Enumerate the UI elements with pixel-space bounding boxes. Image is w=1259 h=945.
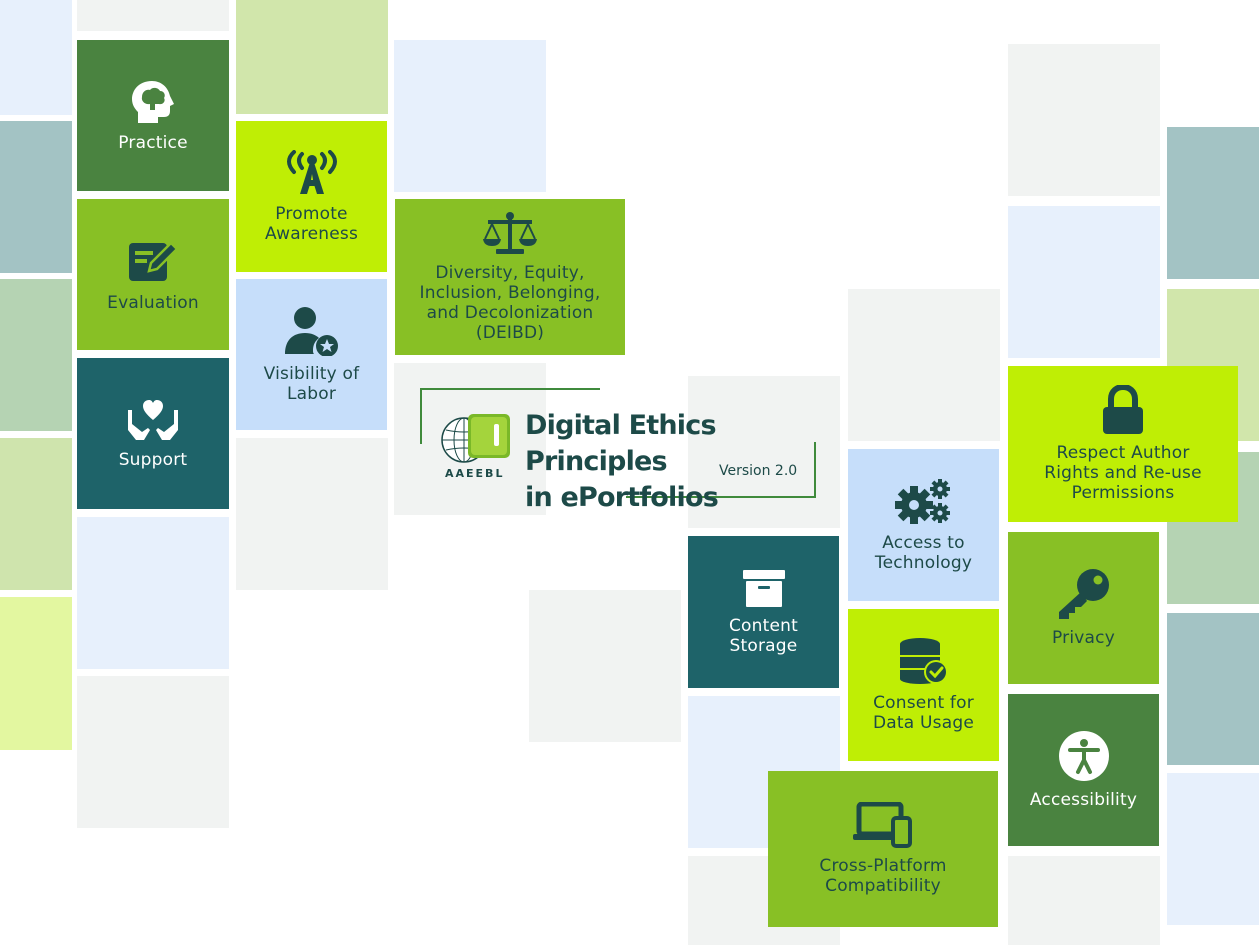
bg-square xyxy=(0,121,72,273)
tile-label: Respect Author Rights and Re-use Permiss… xyxy=(1044,443,1202,503)
bg-square xyxy=(236,438,388,590)
bg-square xyxy=(1167,613,1259,765)
org-name: AAEEBL xyxy=(445,467,505,480)
tile-label: Evaluation xyxy=(107,292,199,313)
tile-evaluation: Evaluation xyxy=(77,199,229,350)
bg-square xyxy=(0,597,72,750)
bg-square xyxy=(1167,773,1259,925)
bg-square xyxy=(0,0,72,115)
tile-label: Accessibility xyxy=(1029,790,1138,810)
bg-square xyxy=(236,0,388,114)
title-line-2: in ePortfolios xyxy=(525,482,719,513)
bg-square xyxy=(394,40,546,192)
tile-content-storage: Content Storage xyxy=(688,536,839,688)
title-line-1: Digital Ethics Principles xyxy=(525,410,717,477)
tile-label: Practice xyxy=(118,132,188,153)
accessibility-icon xyxy=(1058,731,1109,781)
tile-visibility-of-labor: Visibility of Labor xyxy=(236,279,387,430)
scale-icon xyxy=(483,212,537,254)
tile-promote-awareness: Promote Awareness xyxy=(236,121,387,272)
aaeebl-logo-icon xyxy=(441,414,510,463)
bg-square xyxy=(848,289,1000,441)
lock-icon xyxy=(1103,385,1143,434)
frame-top-left xyxy=(420,388,600,444)
database-check-icon xyxy=(899,638,948,684)
head-brain-icon xyxy=(132,80,174,123)
bg-square xyxy=(0,438,72,590)
bg-square xyxy=(77,0,229,31)
tile-practice: Practice xyxy=(77,40,229,191)
tile-label: Visibility of Labor xyxy=(263,363,360,404)
key-icon xyxy=(1058,569,1109,619)
bg-square xyxy=(1008,856,1160,945)
user-star-icon xyxy=(284,306,338,356)
tile-label: Access to Technology xyxy=(874,533,973,573)
bg-square xyxy=(77,676,229,828)
tile-consent-for-data-usage: Consent for Data Usage xyxy=(848,609,999,761)
gears-icon xyxy=(894,479,950,524)
broadcast-icon xyxy=(286,149,337,194)
tile-label: Consent for Data Usage xyxy=(873,693,974,733)
bg-square xyxy=(529,590,681,742)
frame-bottom-right xyxy=(626,442,816,498)
tile-label: Promote Awareness xyxy=(264,203,359,244)
bg-square xyxy=(0,279,72,431)
tile-label: Support xyxy=(118,449,188,470)
bg-square xyxy=(1008,44,1160,196)
tile-cross-platform-compatibility: Cross-Platform Compatibility xyxy=(768,771,998,927)
tile-label: Privacy xyxy=(1052,628,1115,648)
bg-square xyxy=(77,517,229,669)
edit-icon xyxy=(129,240,179,281)
page-title: Digital Ethics Principles in ePortfolios xyxy=(525,408,820,516)
title-block: AAEEBL Digital Ethics Principles in ePor… xyxy=(420,388,820,513)
tile-label: Diversity, Equity, Inclusion, Belonging,… xyxy=(419,263,601,343)
bg-square xyxy=(1167,127,1259,279)
tile-accessibility: Accessibility xyxy=(1008,694,1159,846)
archive-icon xyxy=(742,570,785,607)
tile-deibd: Diversity, Equity, Inclusion, Belonging,… xyxy=(395,199,625,355)
tile-support: Support xyxy=(77,358,229,509)
tile-label: Content Storage xyxy=(728,616,798,656)
heart-hands-icon xyxy=(128,399,178,440)
tile-access-to-technology: Access to Technology xyxy=(848,449,999,601)
tile-respect-author-rights: Respect Author Rights and Re-use Permiss… xyxy=(1008,366,1238,522)
tile-privacy: Privacy xyxy=(1008,532,1159,684)
devices-icon xyxy=(853,802,912,848)
bg-square xyxy=(1008,206,1160,358)
version-label: Version 2.0 xyxy=(719,463,798,479)
tile-label: Cross-Platform Compatibility xyxy=(819,856,947,896)
